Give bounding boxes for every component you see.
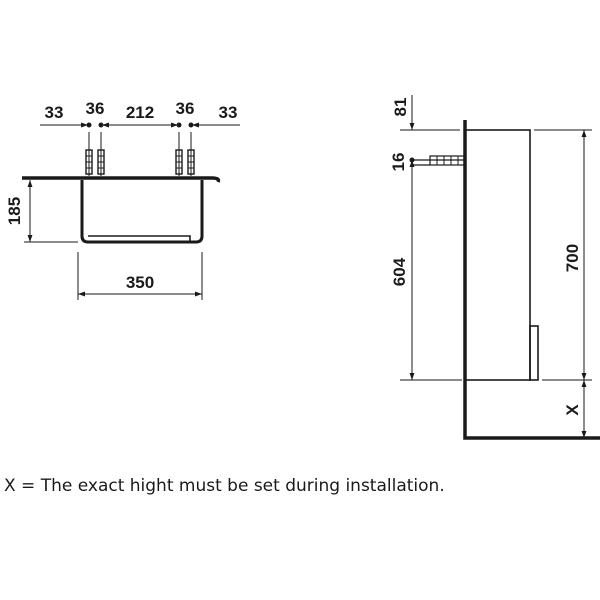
dimension-350: [77, 252, 203, 300]
dim-33-left: 33: [45, 103, 64, 122]
screw-4: [187, 132, 195, 176]
towel-rail: [80, 180, 204, 244]
dim-36-left: 36: [86, 99, 105, 118]
side-view: 81 16 604 700 X: [389, 95, 600, 440]
top-view: 33 36 212 36 33 185 350: [5, 99, 240, 300]
screw-1: [85, 132, 93, 176]
countertop: [22, 176, 221, 183]
dim-x: X: [563, 404, 582, 416]
dim-700: 700: [563, 244, 582, 272]
wall-bolt: [412, 155, 465, 166]
dimension-chain-left: [400, 95, 462, 381]
installation-note: X = The exact hight must be set during i…: [4, 476, 445, 496]
cabinet-handle: [529, 325, 539, 381]
dim-33-right: 33: [219, 103, 238, 122]
dim-16: 16: [389, 153, 408, 172]
towel-rail-inner: [88, 235, 191, 242]
dimension-185: [24, 180, 78, 243]
dim-604: 604: [390, 257, 409, 286]
screw-3: [175, 132, 183, 176]
dim-212: 212: [126, 103, 154, 122]
dim-185: 185: [5, 197, 24, 225]
cabinet-body: [464, 129, 531, 381]
screw-2: [97, 132, 105, 176]
dim-350: 350: [126, 273, 154, 292]
wall-and-floor: [463, 120, 600, 440]
dimension-chain-right: [534, 129, 592, 438]
dimension-chain-top: [40, 122, 240, 128]
dim-36-right: 36: [176, 99, 195, 118]
dim-81: 81: [391, 98, 410, 117]
